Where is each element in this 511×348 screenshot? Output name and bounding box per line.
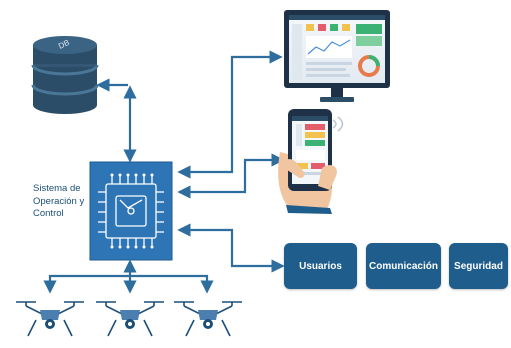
smartphone-in-hand-icon — [278, 109, 344, 214]
quadcopter-drone-icon — [174, 301, 242, 337]
module-communication-box: Comunicación — [366, 243, 441, 289]
chip-modules-arrow — [177, 223, 285, 273]
chip-phone-arrow — [177, 153, 285, 199]
module-users-box: Usuarios — [284, 243, 357, 289]
quadcopter-drone-icon — [96, 301, 164, 337]
quadcopter-drone-icon — [16, 301, 84, 337]
db-label: DB — [57, 38, 71, 51]
microchip-icon — [89, 161, 173, 261]
monitor-dashboard-icon — [284, 10, 390, 102]
chip-monitor-arrow — [177, 50, 283, 179]
drones-bus-arrow — [43, 274, 214, 294]
database-icon: DB — [31, 36, 99, 114]
module-security-box: Seguridad — [449, 243, 508, 289]
system-label: Sistema de Operación y Control — [33, 183, 85, 219]
